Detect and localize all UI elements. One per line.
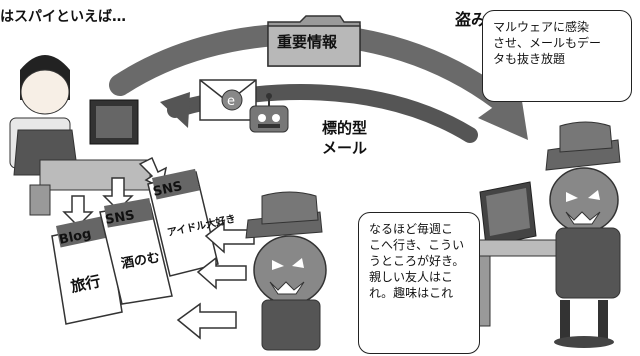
- bubble-top-line: マルウェアに感染: [493, 20, 590, 34]
- targeted-line-2: メール: [322, 139, 368, 157]
- office-worker-icon: [9, 55, 151, 216]
- pumpkin-spy-icon: [245, 191, 327, 351]
- bubble-bottom-line: うところが好き。: [369, 254, 465, 268]
- targeted-mail-label: 標的型 メール: [322, 118, 367, 158]
- sns-sign-1: [99, 198, 173, 305]
- bubble-bottom-line: れ。趣味はこれ: [369, 286, 454, 300]
- bubble-bottom-line: こへ行き、こうい: [369, 238, 465, 252]
- blog-sign: [51, 215, 123, 325]
- bubble-bottom-line: 親しい友人はこ: [369, 270, 454, 284]
- speech-bubble-top: マルウェアに感染 させ、メールもデー タも抜き放題: [482, 10, 632, 102]
- right-pumpkin-spy-icon: [545, 121, 621, 348]
- left-arrows-icon: [176, 220, 255, 340]
- sns-sign-2: [147, 168, 219, 277]
- folder-label: 重要情報: [277, 33, 338, 51]
- headline: はスパイといえば…: [0, 9, 126, 25]
- folder-icon: [267, 15, 361, 67]
- robot-icon: [249, 93, 289, 133]
- sign-blog-label: Blog: [58, 226, 93, 247]
- speech-bubble-bottom: なるほど毎週こ こへ行き、こうい うところが好き。 親しい友人はこ れ。趣味はこ…: [358, 212, 480, 354]
- sign-sns1-label: SNS: [104, 208, 136, 228]
- sign-drink-label: 酒のむ: [120, 250, 161, 272]
- envelope-icon: e: [199, 79, 257, 121]
- targeted-line-1: 標的型: [322, 119, 368, 137]
- bubble-top-line: させ、メールもデー: [493, 36, 602, 50]
- svg-text:e: e: [227, 94, 235, 109]
- bubble-bottom-line: なるほど毎週こ: [369, 222, 454, 236]
- bubble-top-line: タも抜き放題: [493, 52, 566, 66]
- sign-sns2-label: SNS: [152, 179, 184, 200]
- sign-travel-label: 旅行: [69, 272, 102, 296]
